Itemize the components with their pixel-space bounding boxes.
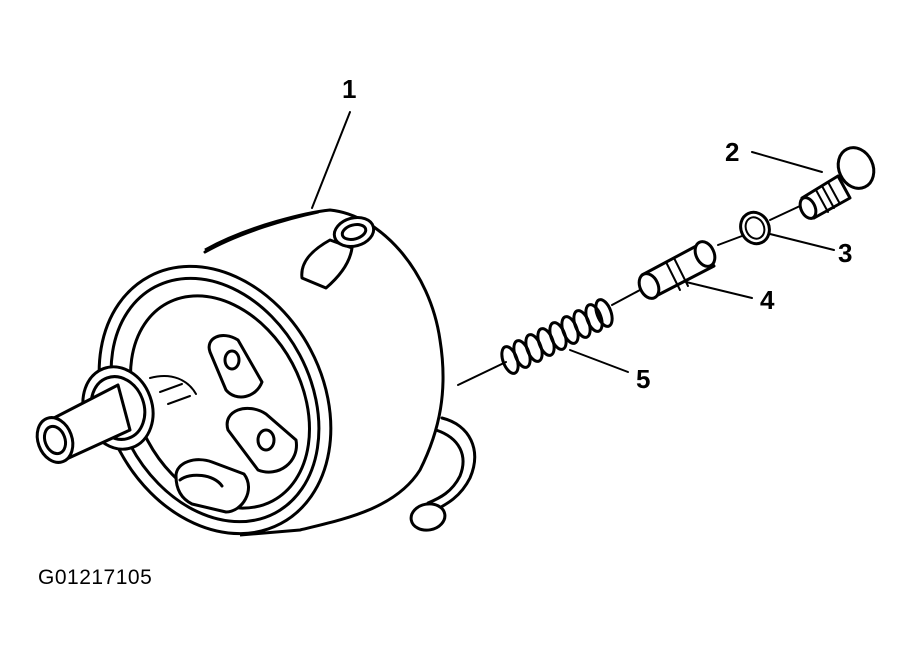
- assembly-axis: [457, 205, 801, 386]
- leader-line-3: [769, 233, 835, 251]
- pump-housing: [35, 208, 477, 537]
- callout-2: 2: [725, 137, 739, 167]
- callout-3: 3: [838, 238, 852, 268]
- leader-line-2: [751, 151, 823, 173]
- callout-5: 5: [636, 364, 650, 394]
- plug: [798, 146, 876, 220]
- flow-control-valve: [637, 240, 717, 300]
- leader-line-1: [311, 111, 351, 209]
- figure-id: G01217105: [38, 566, 153, 589]
- callout-4: 4: [760, 285, 775, 315]
- leader-lines: [311, 111, 835, 373]
- leader-line-5: [569, 349, 629, 373]
- callout-1: 1: [342, 74, 356, 104]
- callout-labels: 1 2 3 4 5: [342, 74, 852, 394]
- spring: [500, 298, 614, 375]
- leader-line-4: [685, 281, 753, 299]
- o-ring: [739, 210, 771, 246]
